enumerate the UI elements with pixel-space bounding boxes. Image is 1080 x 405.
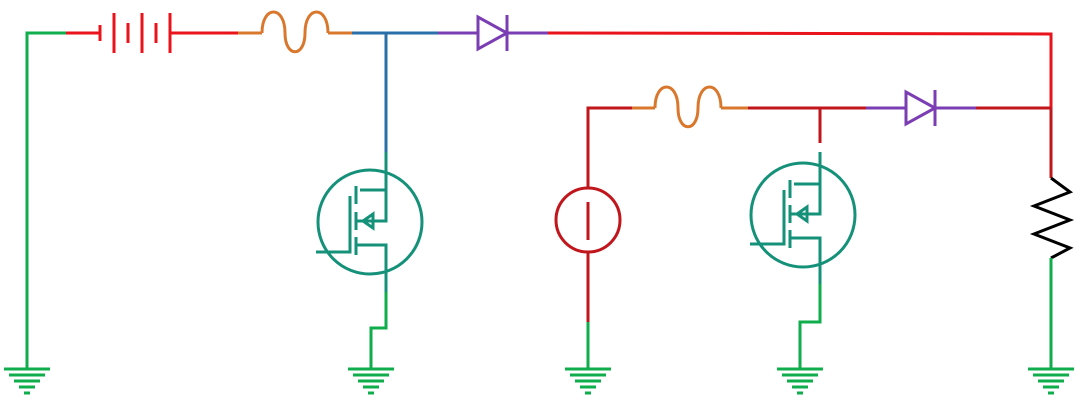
ground-icon — [777, 367, 823, 395]
diode-2 — [866, 89, 1051, 127]
ground-3 — [565, 367, 611, 395]
ground-2 — [348, 367, 394, 395]
current-source — [554, 106, 632, 368]
current-source-icon — [554, 186, 622, 254]
ground-4 — [777, 367, 823, 395]
ground-5 — [1028, 367, 1074, 395]
inductor-2 — [632, 85, 748, 129]
ground-icon — [1028, 367, 1074, 395]
diode-icon — [904, 89, 939, 127]
mosfet-1 — [316, 152, 424, 368]
resistor-icon — [1029, 176, 1075, 260]
diode-icon — [476, 14, 511, 52]
ground-icon — [565, 367, 611, 395]
inductor-icon — [260, 10, 330, 54]
ground-icon — [348, 367, 394, 395]
supply-rail-top — [547, 31, 1053, 108]
ground-1 — [4, 31, 66, 395]
gate-node-1 — [352, 31, 438, 152]
battery-icon — [98, 13, 172, 53]
battery — [66, 13, 238, 53]
mosfet-icon — [316, 152, 424, 292]
inductor-icon — [653, 85, 723, 129]
resistor — [1029, 108, 1075, 368]
node-2 — [748, 106, 866, 143]
ground-icon — [4, 367, 50, 395]
mosfet-2 — [749, 152, 857, 368]
mosfet-icon — [749, 152, 857, 284]
inductor-1 — [238, 10, 352, 54]
diode-1 — [438, 14, 548, 52]
